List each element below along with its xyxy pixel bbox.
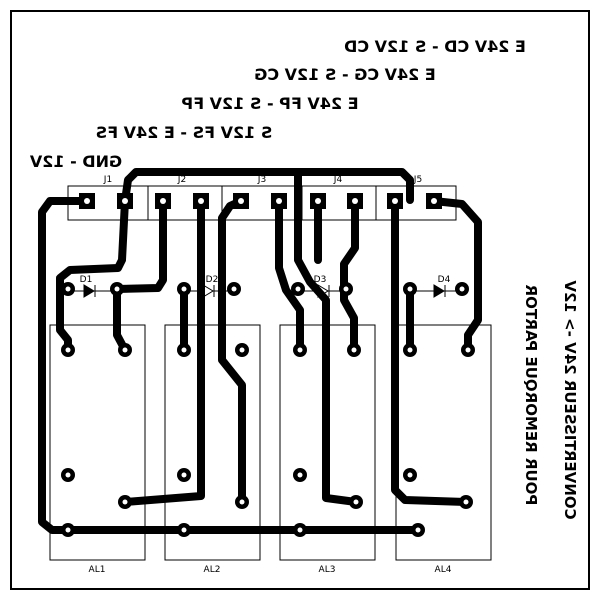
trace-j3-al2 [218,197,246,506]
connector-label: J1 [103,175,112,185]
label-cg: E 24V CG - S 12V CG [254,65,436,84]
relay-label: AL2 [204,565,221,575]
diode-d1 [68,284,112,298]
round-pad-holes [65,286,471,533]
connector-label: J3 [257,175,266,185]
title-labels: E 24V CD - S 12V CD E 24V CG - S 12V CG … [29,37,526,171]
relay-label: AL1 [89,565,106,575]
copper-traces [38,168,482,534]
relay-label: AL3 [319,565,336,575]
connector-label: J5 [413,175,422,185]
trace-j1-al1 [56,197,129,354]
diode-d4 [414,284,462,298]
trace-gnd-bus [38,197,422,534]
side-label-convertisseur: CONVERTISSEUR 24V -> 12V [561,280,579,520]
side-label-remorque: POUR REMORQUE PARTOR [522,284,540,505]
relay-labels: AL1 AL2 AL3 AL4 [89,565,452,575]
trace-j3-al3 [275,197,304,354]
connector-label: J2 [177,175,186,185]
relay-outlines [49,324,492,561]
label-gnd: GND - 12V [29,152,122,171]
label-cd: E 24V CD - S 12V CD [344,37,526,56]
trace-j5-al4-top [430,197,482,354]
trace-j2-al2 [121,197,205,506]
trace-j4-al3 [340,197,359,354]
diode-label: D2 [206,275,219,285]
connector-pad-holes [84,198,437,204]
label-fs: S 12V FS - E 24V FS [96,123,273,142]
trace-center-vertical [294,168,360,506]
label-fp: E 24V FP - S 12V FP [181,94,358,113]
connector-label: J4 [333,175,343,185]
diode-label: D4 [438,275,451,285]
diode-labels: D1 D2 D3 D4 [80,275,451,285]
diode-d2 [184,284,234,298]
pads [61,193,475,537]
connector-labels: J1 J2 J3 J4 J5 [103,175,422,185]
diode-label: D3 [314,275,327,285]
board-outline [10,10,590,590]
diode-label: D1 [80,275,93,285]
trace-d1-al1 [113,285,129,354]
trace-j2-d1 [113,197,167,293]
relay-label: AL4 [435,565,452,575]
trace-j5-al4 [391,197,470,506]
trace-top-loop [121,168,414,205]
connector-pads [79,193,442,209]
